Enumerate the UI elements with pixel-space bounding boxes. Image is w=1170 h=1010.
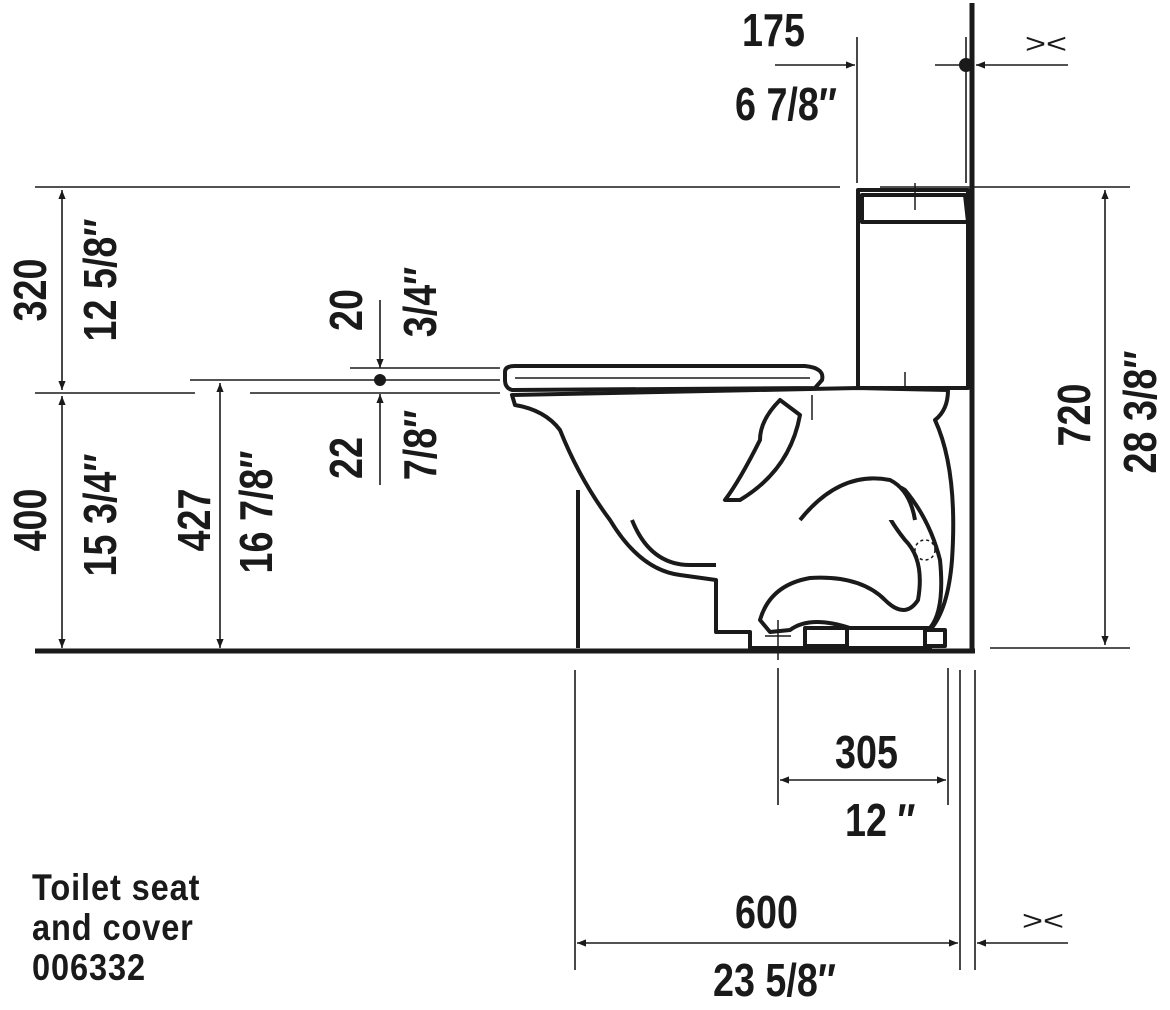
- dim-600-inch: 23 5/8″: [713, 954, 836, 1005]
- seat-cover-note: Toilet seat and cover 006332: [32, 868, 223, 988]
- note-line-1: Toilet seat: [32, 867, 201, 908]
- dim-400-inch: 15 3/4″: [74, 454, 125, 577]
- wall-gap-symbol-top: ><: [1025, 28, 1067, 59]
- extension-lines: [35, 37, 1130, 970]
- dim-20-inch: 3/4″: [394, 267, 445, 337]
- dim-720-inch: 28 3/8″: [1114, 351, 1165, 474]
- dimension-arrows: [58, 58, 1109, 947]
- dim-400-mm: 400: [4, 489, 55, 552]
- dim-320-mm: 320: [4, 259, 55, 322]
- dim-22-mm: 22: [320, 437, 371, 479]
- wall-gap-symbol-bottom: ><: [1022, 905, 1064, 936]
- toilet-outline: [503, 183, 970, 660]
- dim-305-inch: 12 ″: [845, 794, 915, 845]
- note-line-2: and cover: [32, 907, 194, 948]
- dim-427-inch: 16 7/8″: [230, 451, 281, 574]
- dim-600-mm: 600: [735, 886, 798, 937]
- dim-22-inch: 7/8″: [394, 410, 445, 480]
- dim-305-mm: 305: [835, 726, 898, 777]
- note-line-3: 006332: [32, 947, 146, 988]
- dim-320-inch: 12 5/8″: [74, 219, 125, 342]
- dim-427-mm: 427: [168, 489, 219, 552]
- dim-720-mm: 720: [1048, 384, 1099, 447]
- dim-20-mm: 20: [320, 289, 371, 331]
- dim-175-inch: 6 7/8″: [735, 78, 837, 129]
- dim-175-mm: 175: [742, 4, 805, 55]
